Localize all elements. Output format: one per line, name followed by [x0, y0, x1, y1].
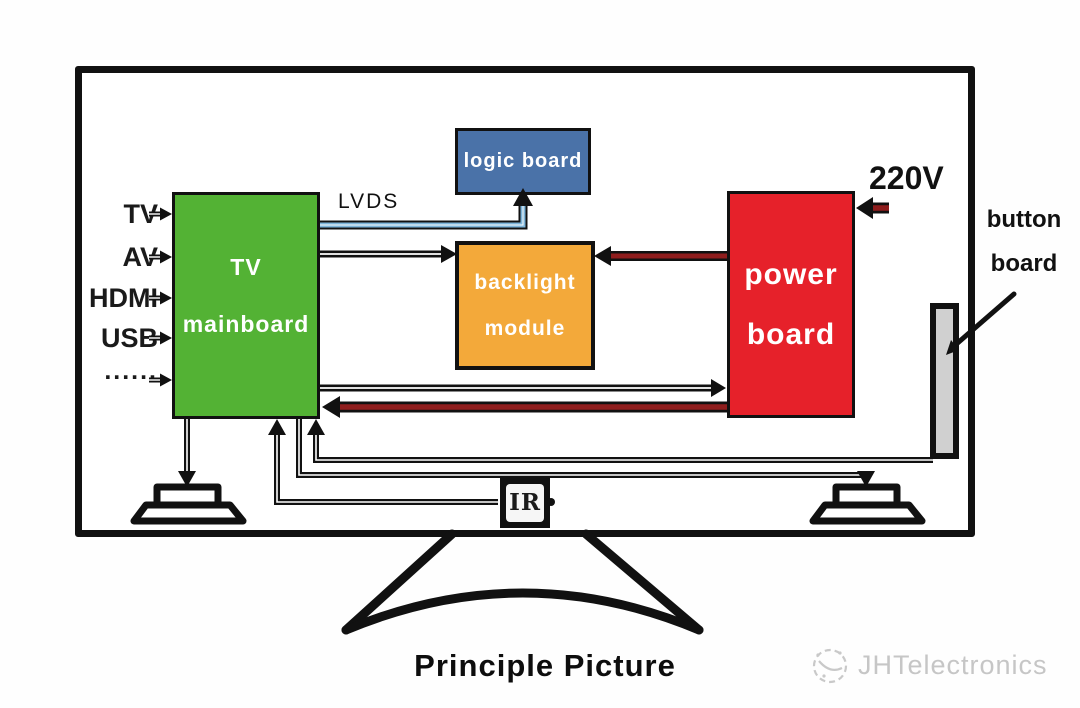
diagram-title: Principle Picture — [414, 648, 676, 683]
power-board-label-line1: power — [744, 257, 838, 291]
ir-label: IR — [506, 483, 544, 522]
watermark-brand-text: JHTelectronics — [858, 650, 1048, 680]
tv-stand — [341, 529, 704, 635]
backlight-module-label-line1: backlight — [474, 270, 576, 294]
lvds-label: LVDS — [338, 190, 400, 213]
input-label-tv: TV — [123, 199, 158, 229]
tv-mainboard-box: TV mainboard — [172, 192, 320, 419]
ir-box: IR — [500, 477, 550, 528]
input-label-av: AV — [122, 242, 158, 272]
button-board-label-word2: board — [990, 250, 1058, 277]
tv-mainboard-label: TV mainboard — [183, 254, 310, 338]
logic-board-box: logic board — [455, 128, 591, 195]
tv-mainboard-label-line1: TV — [230, 253, 262, 280]
voltage-label: 220V — [869, 160, 944, 196]
input-label-usb: USB — [100, 323, 158, 353]
backlight-module-box: backlight module — [455, 241, 595, 370]
logic-board-label: logic board — [463, 150, 583, 172]
power-board-label-line2: board — [746, 317, 836, 351]
tv-mainboard-label-line2: mainboard — [182, 310, 310, 337]
backlight-module-label-line2: module — [484, 316, 566, 340]
input-label-more: ...... — [104, 357, 158, 385]
button-board-label-word1: button — [986, 206, 1062, 233]
watermark-logo-icon — [812, 648, 848, 684]
button-board-label: button board — [978, 208, 1070, 276]
input-label-hdmi: HDMI — [89, 283, 158, 313]
power-board-box: power board — [727, 191, 855, 418]
button-board-bar — [930, 303, 959, 459]
